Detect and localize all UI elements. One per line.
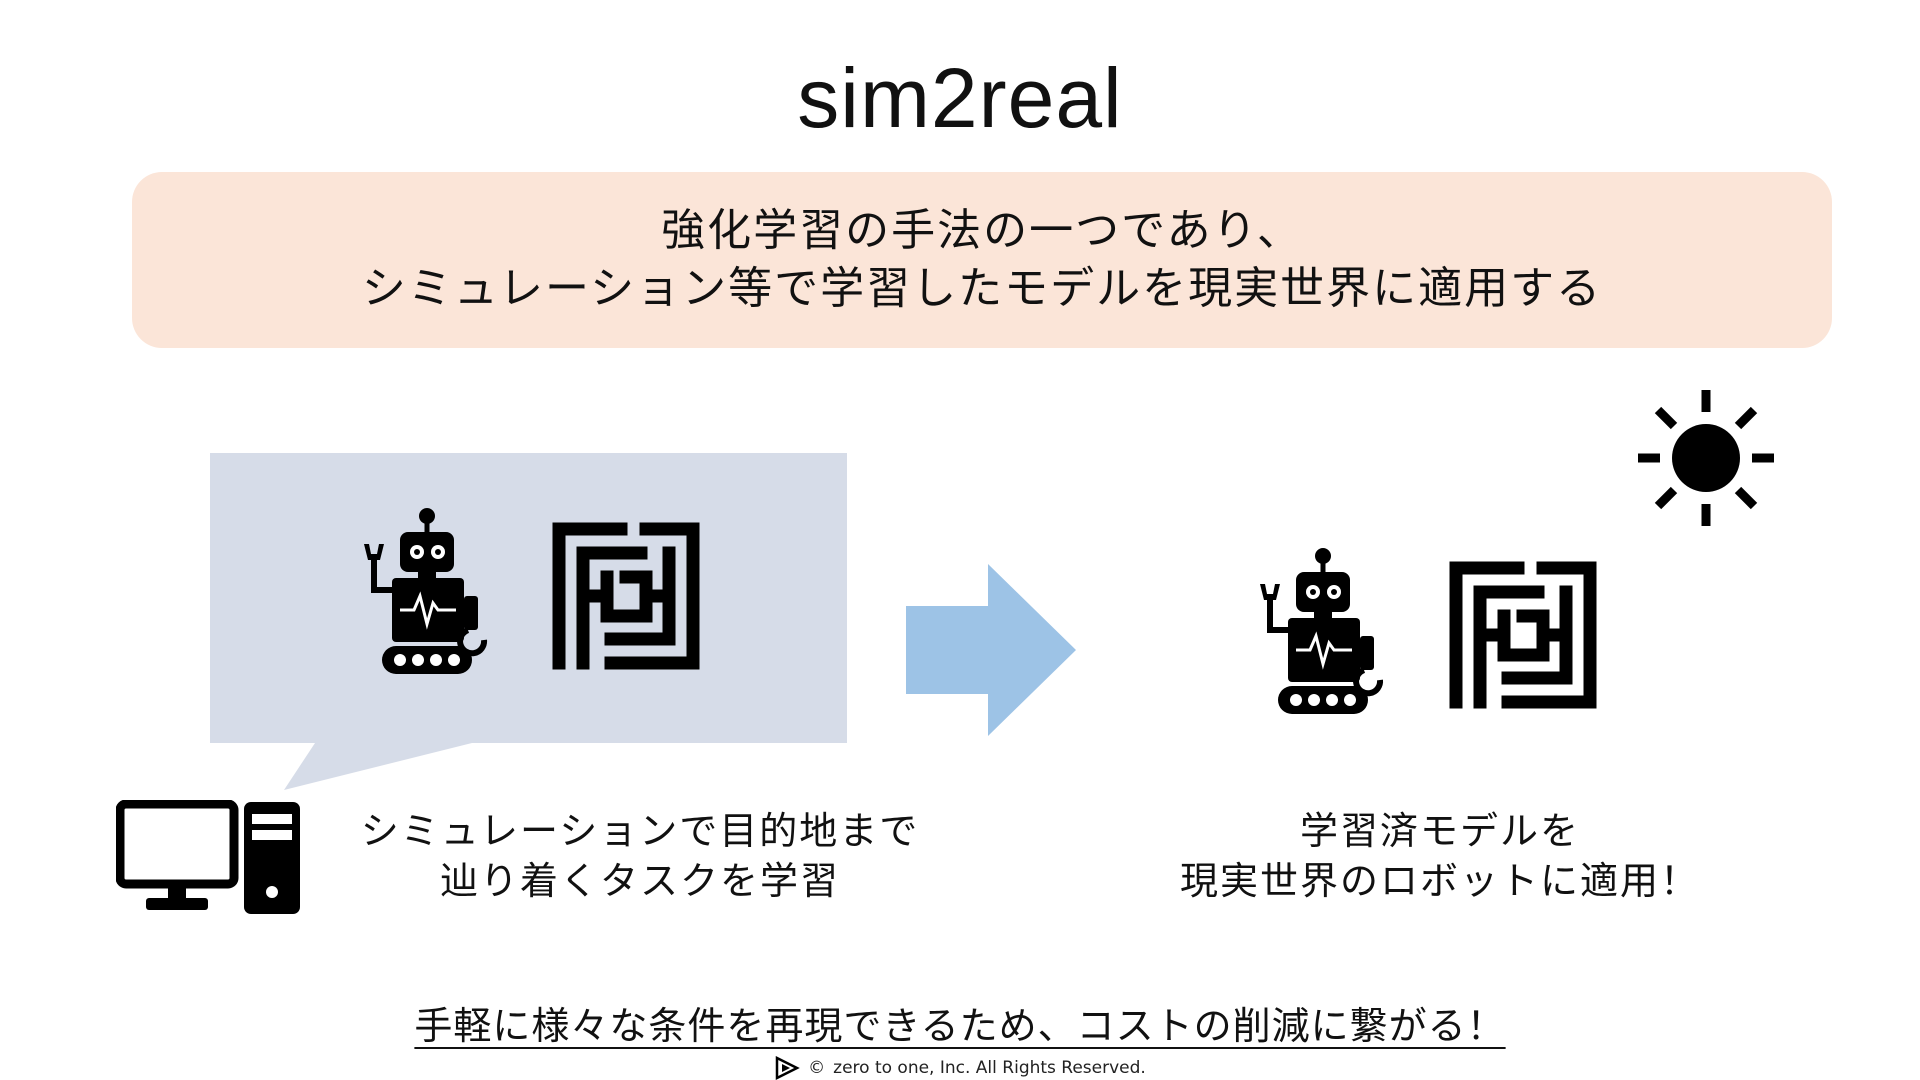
slide-title: sim2real [797,51,1123,145]
play-logo-icon [775,1056,800,1080]
maze-icon [1449,561,1597,709]
simulation-caption-line-2: 辿り着くタスクを学習 [439,859,840,903]
right-arrow-icon [906,564,1076,736]
copyright-symbol: © [808,1058,826,1078]
sun-icon [1638,390,1774,526]
summary-box: 強化学習の手法の一つであり、 シミュレーション等で学習したモデルを現実世界に適用… [132,172,1832,348]
computer-icon [116,800,300,914]
real-world-caption: 学習済モデルを 現実世界のロボットに適用！ [1150,806,1730,906]
footer: © zero to one, Inc. All Rights Reserved. [0,1056,1920,1080]
summary-line-1: 強化学習の手法の一つであり、 [661,205,1303,256]
simulation-caption: シミュレーションで目的地まで 辿り着くタスクを学習 [340,806,940,906]
real-world-caption-line-1: 学習済モデルを [1299,809,1580,853]
summary-line-2: シミュレーション等で学習したモデルを現実世界に適用する [361,263,1603,314]
maze-icon [552,522,700,670]
conclusion-text: 手軽に様々な条件を再現できるため、コストの削減に繋がる！ [0,1002,1920,1050]
simulation-caption-line-1: シミュレーションで目的地まで [360,809,920,853]
real-world-caption-line-2: 現実世界のロボットに適用！ [1179,859,1700,903]
robot-icon [364,508,488,674]
copyright-text: zero to one, Inc. All Rights Reserved. [833,1058,1146,1078]
robot-icon [1260,548,1384,714]
conclusion-underlined: 手軽に様々な条件を再現できるため、コストの削減に繋がる！ [414,1004,1506,1048]
